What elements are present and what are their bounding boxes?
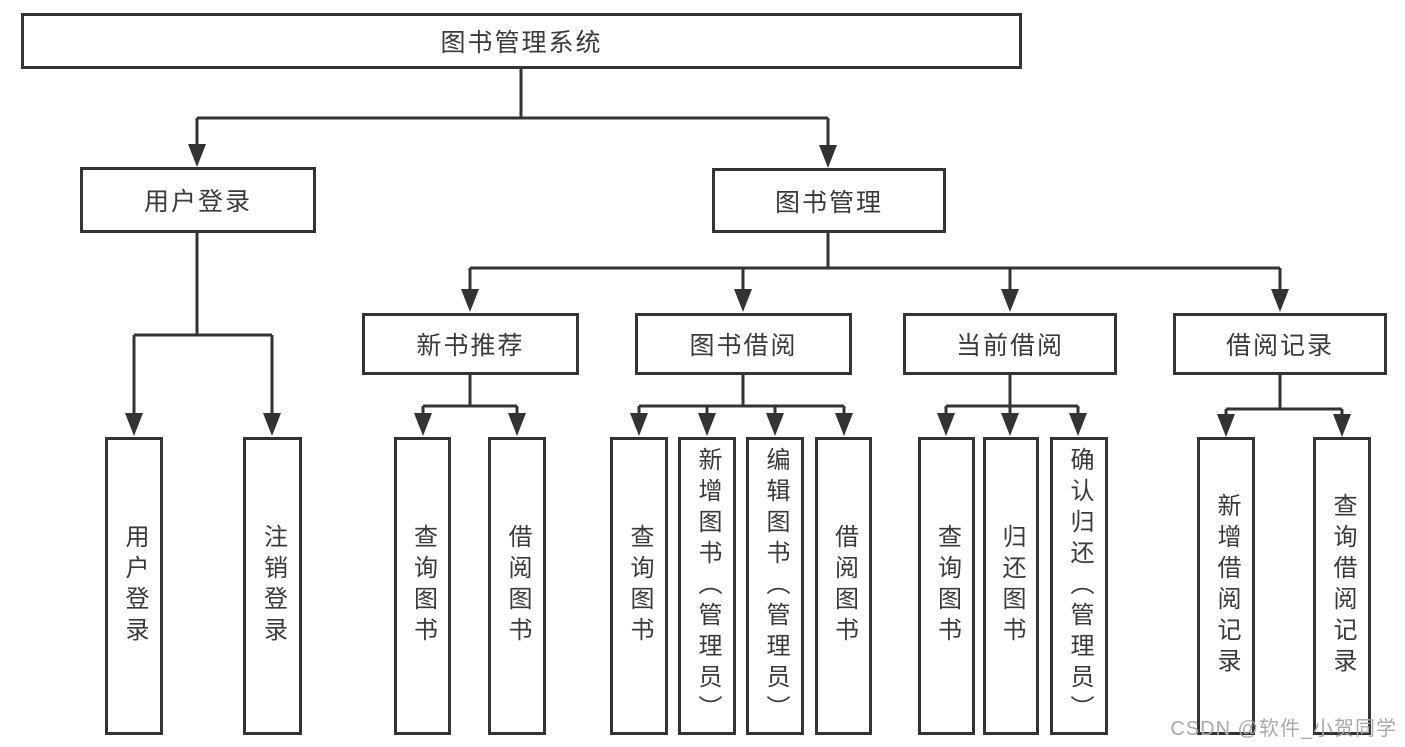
node-library-management-system: 图书管理系统 [21,13,1022,69]
node-book-management: 图书管理 [712,168,946,233]
leaf-edit-books-admin: 编辑图书（管理员） [746,437,804,735]
csdn-watermark: CSDN @软件_小贺同学 [1170,718,1397,740]
leaf-query-borrow-record: 查询借阅记录 [1313,437,1371,735]
leaf-query-books-borrowing: 查询图书 [610,437,668,735]
leaf-add-books-admin: 新增图书（管理员） [678,437,736,735]
leaf-query-books-current: 查询图书 [918,437,975,735]
node-book-borrowing: 图书借阅 [635,313,852,375]
node-current-borrowing: 当前借阅 [903,313,1117,375]
leaf-return-books: 归还图书 [983,437,1039,735]
node-new-book-recommendation: 新书推荐 [362,313,579,375]
leaf-query-books-recommend: 查询图书 [394,437,451,735]
node-user-login: 用户登录 [80,167,316,233]
leaf-borrow-books: 借阅图书 [815,437,872,735]
leaf-borrow-books-recommend: 借阅图书 [488,437,546,735]
leaf-confirm-return-admin: 确认归还（管理员） [1050,437,1108,735]
leaf-add-borrow-record: 新增借阅记录 [1197,437,1255,735]
leaf-logout: 注销登录 [243,437,302,735]
node-borrowing-records: 借阅记录 [1173,313,1387,375]
leaf-user-login: 用户登录 [105,437,163,735]
